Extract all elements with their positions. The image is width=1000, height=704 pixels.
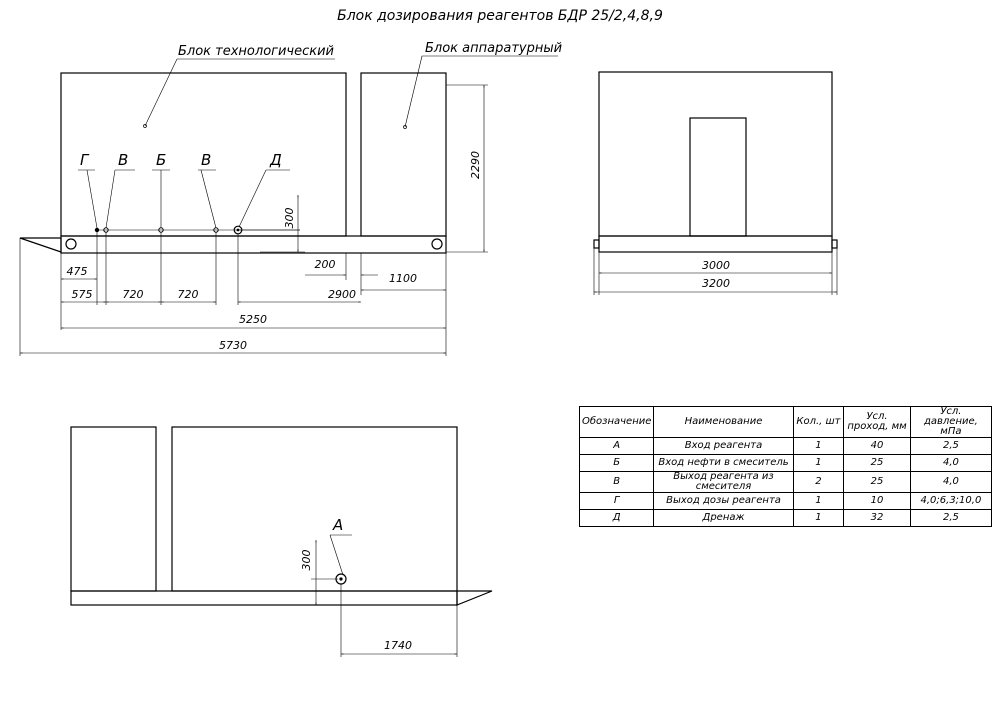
rear-base-frame <box>70 590 458 606</box>
cell-pressure: 4,0;6,3;10,0 <box>909 492 993 510</box>
cell-qty: 1 <box>792 454 845 472</box>
dim-1740: 1740 <box>384 639 412 652</box>
side-door <box>689 117 747 237</box>
front-view: Блок технологический Блок аппаратурный Г… <box>19 41 562 356</box>
cell-designation: В <box>578 471 655 493</box>
cell-qty: 1 <box>792 437 845 455</box>
marker-d: Д <box>269 151 282 169</box>
dim-2900: 2900 <box>328 288 356 301</box>
table-row: В Выход реагента из смесителя 2 25 4,0 <box>578 471 993 493</box>
apparatus-block-outline <box>360 72 447 237</box>
cell-qty: 2 <box>792 471 845 493</box>
table-row: Г Выход дозы реагента 1 10 4,0;6,3;10,0 <box>578 492 993 510</box>
header-name: Наименование <box>653 406 794 438</box>
dim-3200: 3200 <box>702 277 730 290</box>
marker-a: А <box>332 516 343 534</box>
base-frame <box>60 235 447 254</box>
cell-pressure: 4,0 <box>909 454 993 472</box>
dim-475: 475 <box>67 265 88 278</box>
cell-pressure: 2,5 <box>909 437 993 455</box>
marker-g: Г <box>80 151 90 169</box>
header-qty: Кол., шт <box>792 406 845 438</box>
dim-720-b: 720 <box>178 288 199 301</box>
header-designation: Обозначение <box>578 406 655 438</box>
cell-name: Вход реагента <box>653 437 794 455</box>
side-block-outline <box>598 71 833 237</box>
marker-v1: В <box>118 151 128 169</box>
rear-skid-ramp <box>456 590 493 606</box>
cell-name: Выход дозы реагента <box>653 492 794 510</box>
dim-5250: 5250 <box>239 313 267 326</box>
dim-200: 200 <box>315 258 336 271</box>
table-header-row: Обозначение Наименование Кол., шт Усл. п… <box>578 406 993 438</box>
dim-2290: 2290 <box>469 151 482 179</box>
table-row: А Вход реагента 1 40 2,5 <box>578 437 993 455</box>
cell-bore: 25 <box>843 471 911 493</box>
cell-designation: А <box>578 437 655 455</box>
header-nominal-pressure: Усл. давление, мПа <box>909 406 993 438</box>
lifting-eye-left <box>65 238 77 250</box>
header-nominal-bore: Усл. проход, мм <box>843 406 911 438</box>
nozzle-spec-table: Обозначение Наименование Кол., шт Усл. п… <box>578 406 993 527</box>
cell-pressure: 4,0 <box>909 471 993 493</box>
cell-name: Дренаж <box>653 509 794 527</box>
cell-bore: 25 <box>843 454 911 472</box>
side-view: 3000 3200 <box>593 71 838 295</box>
dim-575: 575 <box>72 288 93 301</box>
dim-1100: 1100 <box>389 272 417 285</box>
rear-apparatus-block <box>70 426 157 592</box>
cell-bore: 10 <box>843 492 911 510</box>
cell-qty: 1 <box>792 492 845 510</box>
marker-v2: В <box>201 151 211 169</box>
cell-bore: 32 <box>843 509 911 527</box>
cell-designation: Г <box>578 492 655 510</box>
table-row: Д Дренаж 1 32 2,5 <box>578 509 993 527</box>
cell-designation: Д <box>578 509 655 527</box>
marker-b: Б <box>156 151 166 169</box>
dim-300-top: 300 <box>283 208 296 229</box>
lifting-eye-right <box>431 238 443 250</box>
dim-720-a: 720 <box>123 288 144 301</box>
skid-ramp <box>19 237 62 253</box>
rear-technological-block <box>171 426 458 592</box>
cell-bore: 40 <box>843 437 911 455</box>
rear-view: А 300 1740 <box>70 426 493 657</box>
nozzle-g <box>94 227 100 233</box>
cell-name: Вход нефти в смеситель <box>653 454 794 472</box>
cell-name: Выход реагента из смесителя <box>653 471 794 493</box>
label-apparatus-block: Блок аппаратурный <box>425 41 562 56</box>
cell-designation: Б <box>578 454 655 472</box>
drawing-title: Блок дозирования реагентов БДР 25/2,4,8,… <box>337 8 663 24</box>
dim-3000: 3000 <box>702 259 730 272</box>
cell-qty: 1 <box>792 509 845 527</box>
label-technological-block: Блок технологический <box>178 44 334 59</box>
side-base-frame <box>598 235 833 253</box>
dim-5730: 5730 <box>219 339 247 352</box>
table-row: Б Вход нефти в смеситель 1 25 4,0 <box>578 454 993 472</box>
cell-pressure: 2,5 <box>909 509 993 527</box>
dim-300-bottom: 300 <box>300 550 313 571</box>
